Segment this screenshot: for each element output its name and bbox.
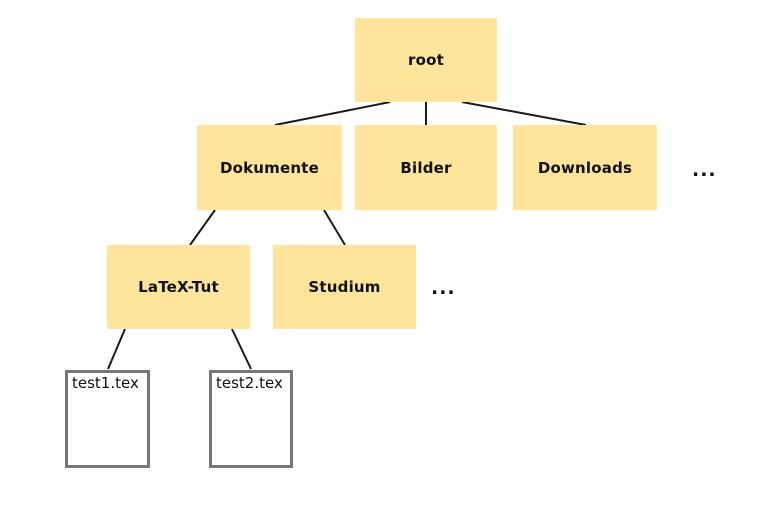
node-label-test2: test2.tex [216, 374, 283, 392]
edge-root-to-downloads [461, 101, 587, 126]
ellipsis-level3: ... [431, 277, 456, 299]
node-label-studium: Studium [308, 278, 381, 296]
folder-node-bilder[interactable]: Bilder [355, 125, 497, 210]
ellipsis-level2: ... [692, 159, 717, 181]
folder-node-downloads[interactable]: Downloads [513, 125, 657, 210]
edge-latextut-to-test1 [107, 328, 126, 370]
edge-dokumente-to-latextut [189, 209, 216, 246]
folder-node-root[interactable]: root [355, 18, 497, 102]
node-label-root: root [408, 51, 444, 69]
edge-dokumente-to-studium [323, 209, 346, 246]
folder-node-dokumente[interactable]: Dokumente [197, 125, 342, 210]
node-label-test1: test1.tex [72, 374, 139, 392]
edge-root-to-dokumente [274, 101, 391, 126]
file-node-test1[interactable]: test1.tex [65, 370, 150, 468]
node-label-bilder: Bilder [400, 158, 452, 177]
folder-node-studium[interactable]: Studium [273, 245, 416, 329]
node-label-latextut: LaTeX-Tut [138, 278, 219, 296]
node-label-dokumente: Dokumente [219, 158, 320, 177]
node-label-downloads: Downloads [537, 158, 633, 177]
edge-latextut-to-test2 [231, 328, 252, 370]
folder-node-latextut[interactable]: LaTeX-Tut [107, 245, 250, 329]
file-node-test2[interactable]: test2.tex [209, 370, 293, 468]
